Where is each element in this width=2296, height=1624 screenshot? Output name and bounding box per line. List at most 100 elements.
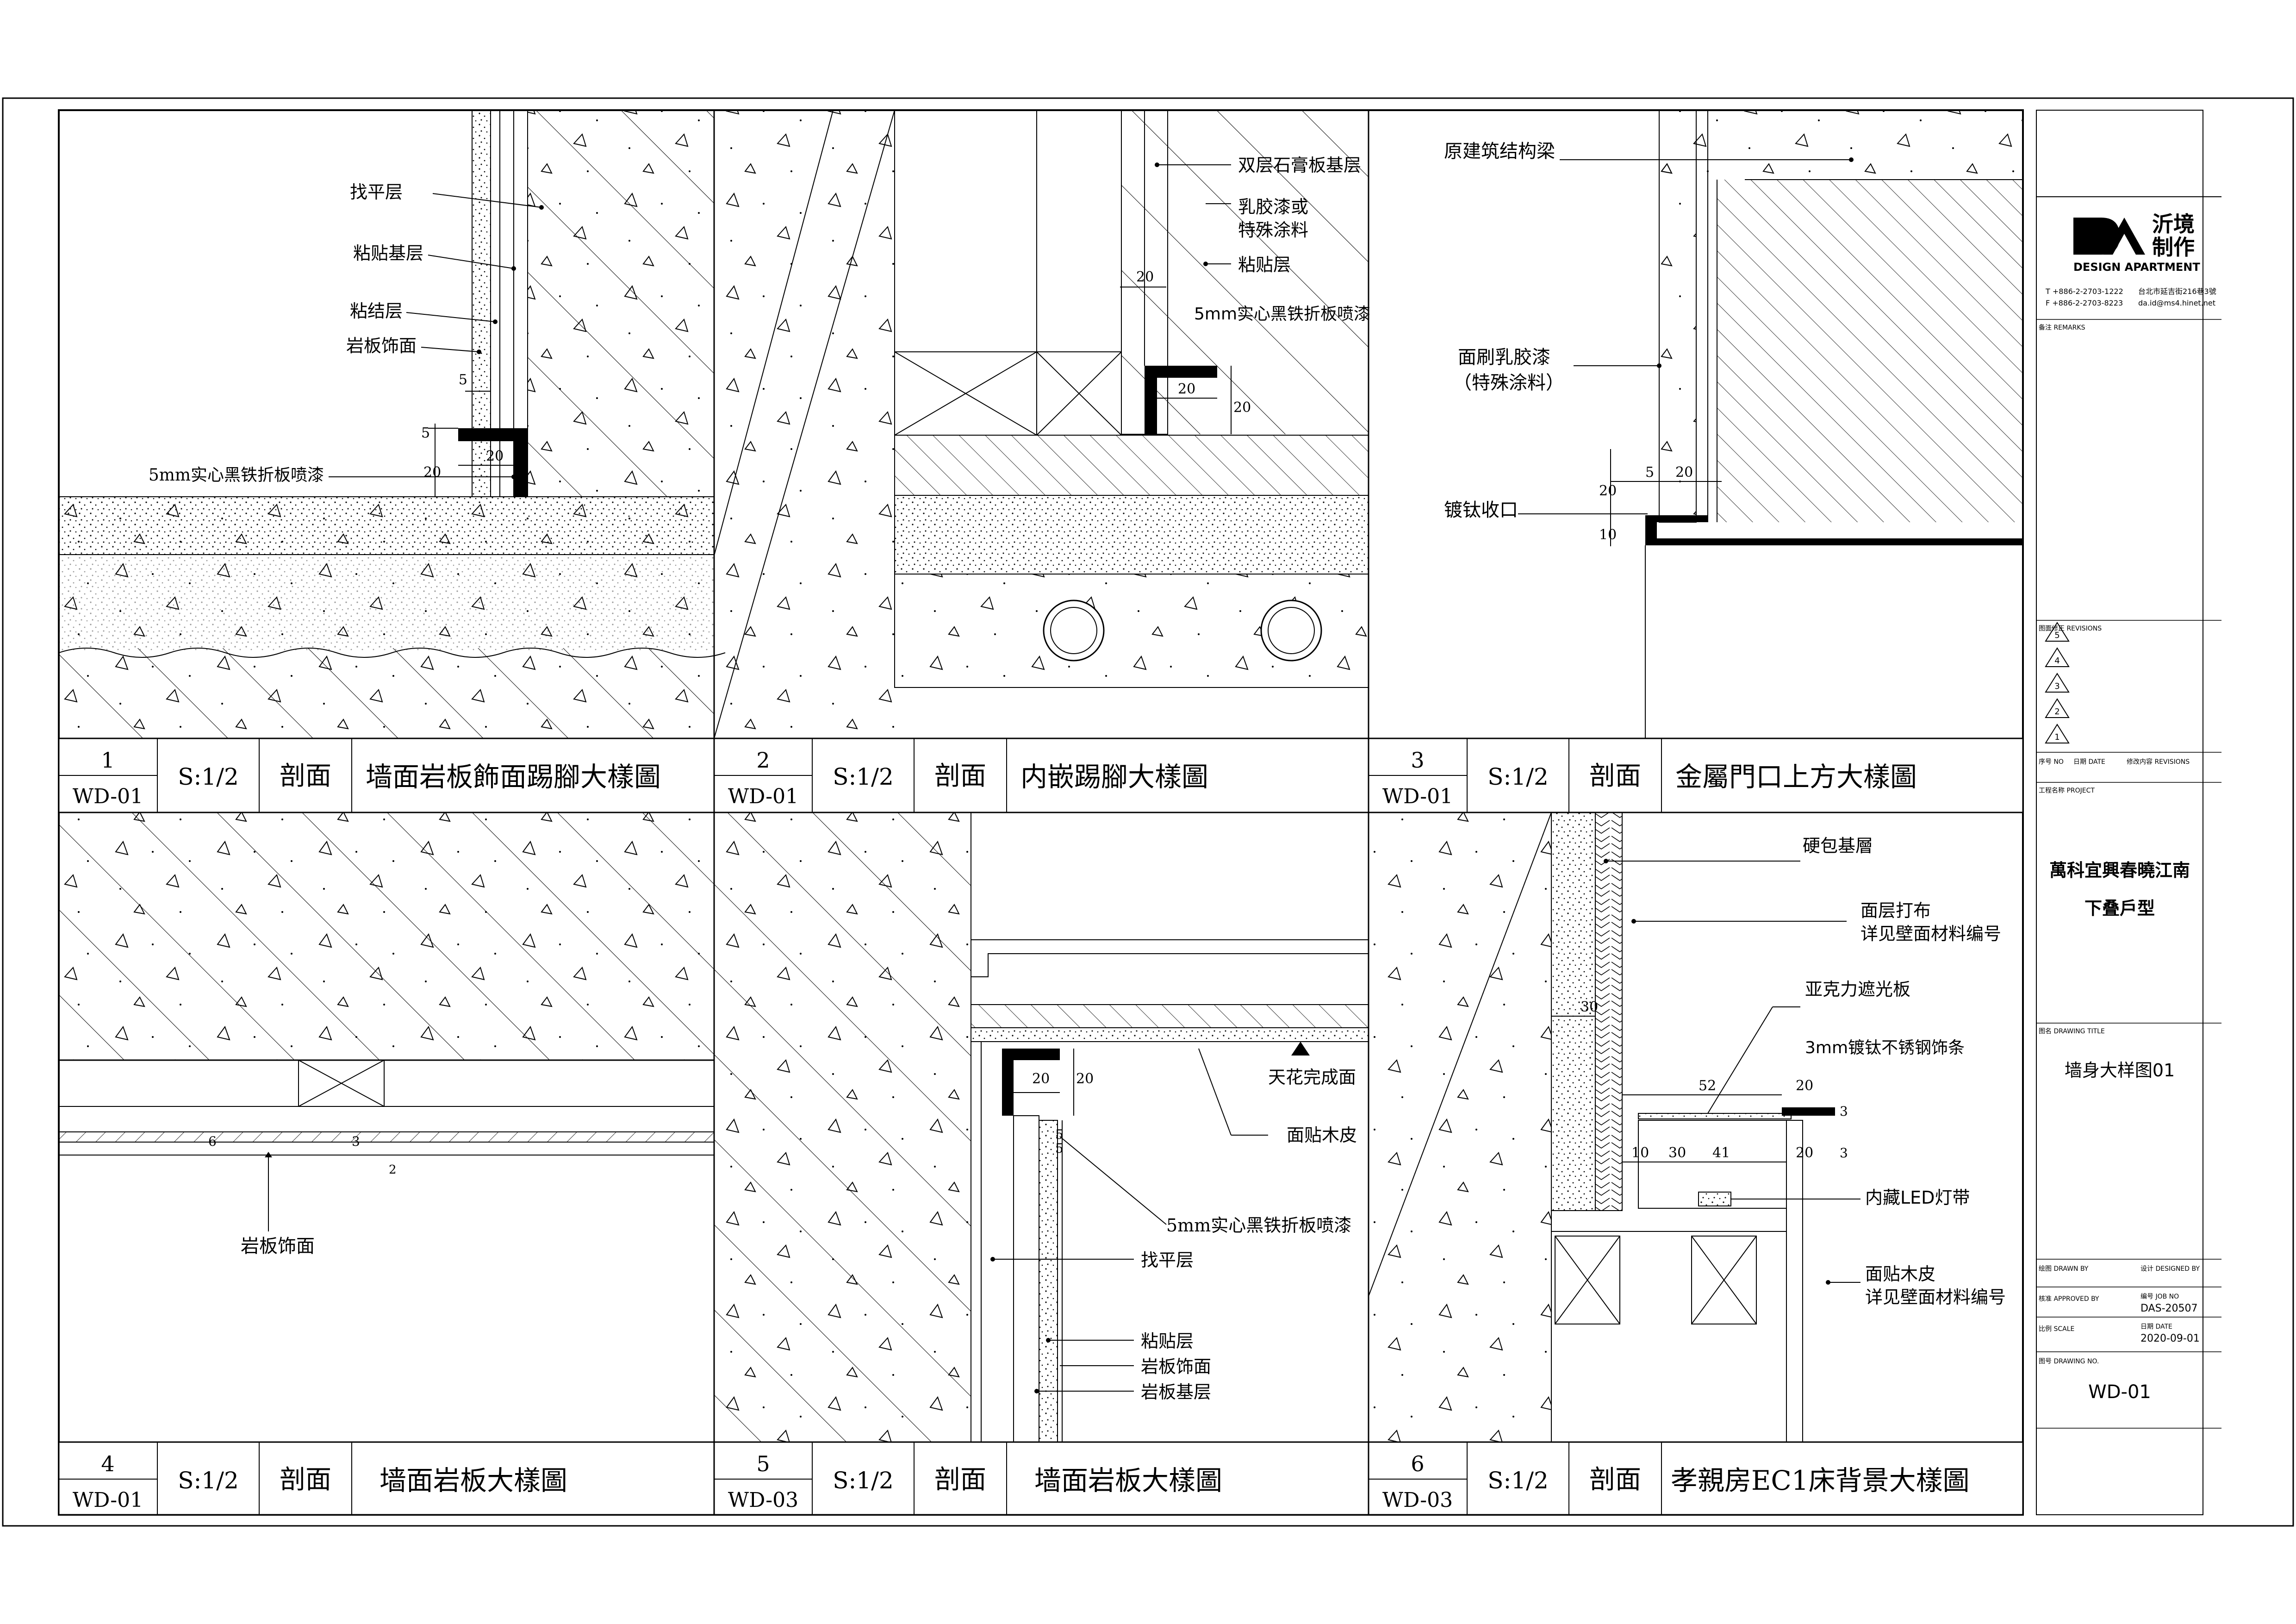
rev-header-no: 序号 NO [2039,758,2064,766]
panel-3-sheet-ref: WD-01 [1382,785,1453,808]
label-acrylic-shade: 亚克力遮光板 [1805,979,1910,999]
panel-4-title: 墙面岩板大樣圖 [380,1465,567,1496]
panel-5-scale: S:1/2 [833,1467,894,1494]
label-see-wall-material: 详见壁面材料编号 [1860,924,2001,944]
panel-6-title: 孝親房EC1床背景大樣圖 [1671,1465,1970,1496]
panel-4-number: 4 [101,1451,114,1476]
rev-header-date: 日期 DATE [2073,758,2105,766]
dim-20a: 20 [1136,269,1154,285]
label-leveling-layer: 找平层 [350,182,403,202]
panel-3-scale: S:1/2 [1487,763,1549,790]
label-stone-finish: 岩板饰面 [241,1236,315,1257]
label-black-iron-plate: 5mm实心黑铁折板喷漆 [149,466,324,485]
dim-3a: 3 [1840,1104,1848,1119]
panel-1-type: 剖面 [280,761,331,791]
drawn-by-label: 绘图 DRAWN BY [2039,1265,2089,1273]
panel-1-scale: S:1/2 [178,763,239,790]
label-stone-finish: 岩板饰面 [346,336,417,356]
panel-1-sheet-ref: WD-01 [73,785,143,808]
title-block-frame [2036,110,2203,1515]
label-wood-veneer: 面贴木皮 [1865,1264,1935,1284]
title-block: 沂境 制作 DESIGN APARTMENT T +886-2-2703-122… [2036,196,2221,1429]
detail-panel-6: 硬包基層 面层打布 详见壁面材料编号 亚克力遮光板 3mm镀钛不锈钢饰条 内藏L… [1368,812,2006,1443]
label-titanium-trim: 镀钛收口 [1444,500,1518,521]
label-black-iron-plate: 5mm实心黑铁折板喷漆 [1194,305,1370,324]
project-label: 工程名称 PROJECT [2039,787,2095,794]
svg-text:3: 3 [2054,681,2060,691]
panel-2-sheet-ref: WD-01 [728,785,798,808]
detail-panel-3: 原建筑结构梁 面刷乳胶漆 （特殊涂料） 镀钛收口 5 20 20 10 [1444,110,2023,738]
dim-20b: 20 [1076,1071,1094,1087]
panel-3-number: 3 [1411,748,1424,773]
panel-2-type: 剖面 [934,761,986,791]
panel-6-sheet-ref: WD-03 [1382,1488,1453,1512]
dim-3b: 3 [1840,1145,1848,1161]
label-fabric-surface: 面层打布 [1860,900,1931,921]
rev-header-content: 修改内容 REVISIONS [2127,758,2190,766]
dim-20a: 20 [1032,1071,1050,1087]
svg-text:1: 1 [2054,732,2060,742]
detail-panel-4: 岩板饰面 6 3 2 [58,812,715,1257]
label-stone-finish: 岩板饰面 [1141,1356,1211,1377]
drawing-no: WD-01 [2088,1381,2151,1403]
drawing-no-label: 图号 DRAWING NO. [2039,1358,2099,1365]
label-ceiling-finish: 天花完成面 [1268,1067,1356,1087]
project-name-1: 萬科宜興春曉江南 [2049,860,2190,881]
dim-20-vertical: 20 [423,464,441,481]
dim-10: 10 [1631,1145,1649,1161]
dim-3: 3 [352,1134,360,1149]
panel-1-number: 1 [101,748,114,773]
date: 2020-09-01 [2140,1333,2200,1344]
approved-by-label: 核准 APPROVED BY [2039,1295,2099,1303]
label-stone-base: 岩板基层 [1141,1382,1211,1402]
dim-5b: 5 [421,425,430,441]
label-hidden-led: 内藏LED灯带 [1865,1187,1970,1208]
panel-2-scale: S:1/2 [833,763,894,790]
label-black-iron-plate: 5mm实心黑铁折板喷漆 [1166,1215,1351,1236]
dim-10: 10 [1599,527,1617,543]
panel-5-number: 5 [756,1451,770,1476]
svg-text:4: 4 [2054,656,2060,666]
da-logo: 沂境 制作 DESIGN APARTMENT [2073,212,2200,274]
svg-text:2: 2 [2054,707,2060,717]
panel-6-scale: S:1/2 [1487,1467,1549,1494]
dim-20a: 20 [1796,1078,1813,1094]
fax: F +886-2-2703-8223 [2046,299,2123,307]
label-original-beam: 原建筑结构梁 [1444,141,1555,162]
dim-20: 20 [486,448,504,464]
dim-2: 2 [389,1163,397,1177]
dim-20c: 20 [1233,400,1251,416]
tel: T +886-2-2703-1222 [2045,287,2123,296]
designed-by-label: 设计 DESIGNED BY [2140,1265,2200,1273]
dim-20-vertical: 20 [1599,483,1617,499]
project-name-2: 下叠戶型 [2084,898,2155,918]
panel-4-sheet-ref: WD-01 [73,1488,143,1512]
caption-bars: 1 WD-01 S:1/2 剖面 墙面岩板飾面踢腳大樣圖 2 WD-01 S:1… [58,737,2024,1516]
label-hard-padding-base: 硬包基層 [1803,836,1873,856]
dim-30: 30 [1580,999,1598,1015]
dim-6: 6 [208,1134,217,1149]
dim-30b: 30 [1668,1145,1686,1161]
dim-5: 5 [1645,464,1654,481]
label-wood-veneer: 面贴木皮 [1287,1125,1357,1145]
panel-4-type: 剖面 [280,1465,331,1495]
label-special-coating: （特殊涂料） [1453,372,1564,394]
detail-panel-1: 找平层 粘贴基层 粘结层 岩板饰面 5mm实心黑铁折板喷漆 5 5 20 20 [58,110,726,741]
panel-6-type: 剖面 [1589,1465,1641,1495]
dim-52: 52 [1699,1078,1716,1094]
label-double-gypsum: 双层石膏板基层 [1238,155,1361,175]
panel-6-number: 6 [1411,1451,1424,1476]
label-leveling-layer: 找平层 [1141,1250,1194,1270]
remarks-label: 备注 REMARKS [2039,324,2085,331]
panel-2-number: 2 [756,748,770,773]
revision-triangles: 5 4 3 2 1 [2045,622,2070,743]
detail-panel-5: 天花完成面 面贴木皮 5mm实心黑铁折板喷漆 找平层 粘贴层 岩板饰面 岩板基层… [714,812,1369,1443]
dim-5b: 5 [1055,1141,1064,1156]
label-see-wall-material-2: 详见壁面材料编号 [1865,1287,2006,1307]
logo-en: DESIGN APARTMENT [2073,261,2200,274]
svg-text:5: 5 [2054,631,2060,640]
drawing-title-label: 图名 DRAWING TITLE [2039,1028,2105,1035]
label-special-coating: 特殊涂料 [1238,220,1308,240]
label-adhesive-base: 粘贴基层 [353,243,423,263]
